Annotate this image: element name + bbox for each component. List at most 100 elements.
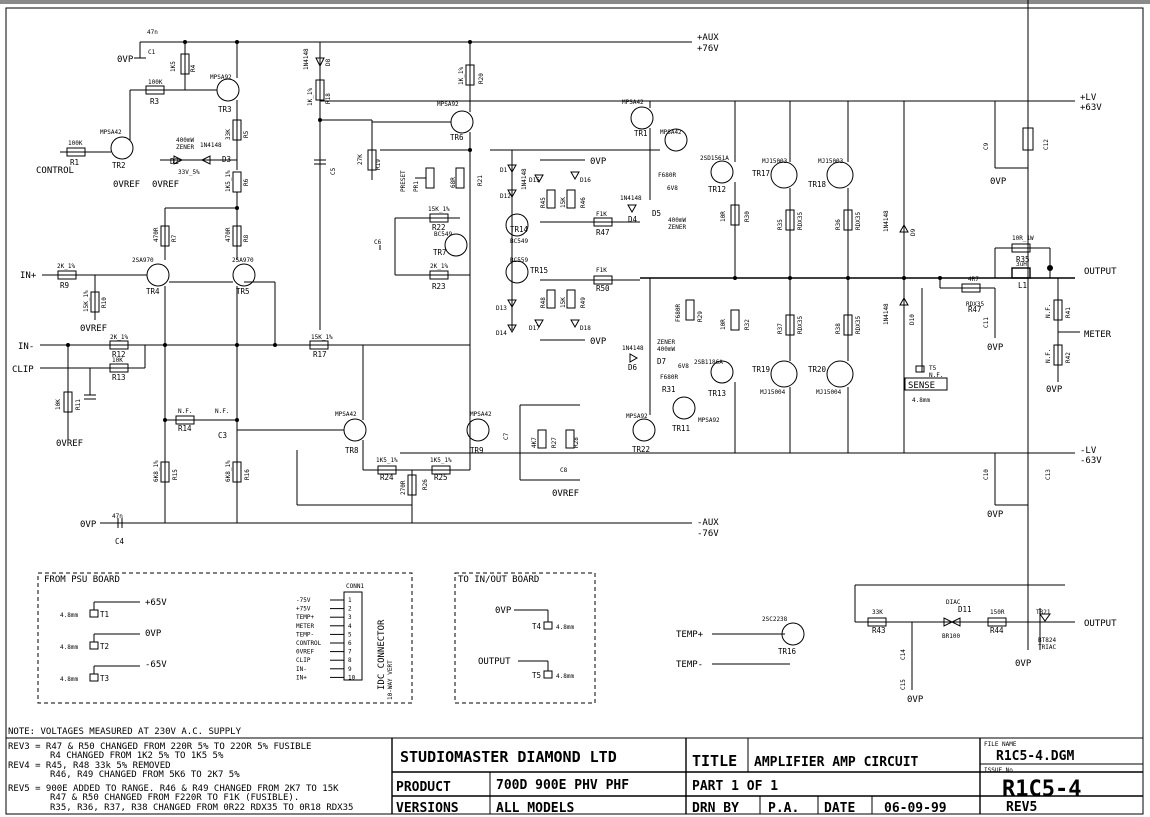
label-r26-value: 270R [400, 480, 407, 495]
label-preset: PRESET [400, 170, 407, 192]
label-d11: D11 [958, 605, 972, 614]
label-tr12: TR12 [708, 185, 726, 194]
title-rev: REV5 [1006, 800, 1037, 815]
label-r12-value: 2K_1% [110, 334, 128, 341]
idc-pin-number: 8 [348, 657, 352, 664]
tr18-symbol [826, 161, 854, 189]
tr14-symbol [505, 213, 529, 237]
rail-aux-positive: +AUX +76V [140, 33, 719, 54]
label-r32-value: 10R [720, 319, 727, 330]
label-c11: C11 [983, 317, 990, 328]
label-0vp-triac: 0VP [1015, 659, 1032, 669]
rail-lv-negative: -LV -63V [400, 446, 1102, 466]
tr3-symbol [216, 78, 240, 102]
label-tr8-type: MPSA42 [335, 411, 357, 418]
label-r14: R14 [178, 424, 192, 433]
tr15-symbol [505, 260, 529, 284]
label-r20-value: 1K_1% [458, 67, 465, 85]
idc-pin-label: IN- [296, 666, 307, 673]
label-r6-value: 1K5_1% [225, 170, 232, 192]
label-r24-value: 1K5_1% [376, 457, 398, 464]
idc-pin-number: 3 [348, 614, 352, 621]
label-r41: R41 [1065, 307, 1072, 318]
note-rev5-a: REV5 = 900E ADDED TO RANGE. R46 & R49 CH… [8, 784, 339, 794]
label-d5-6v8: 6V8 [667, 185, 678, 192]
label-r29-value: F680R [675, 304, 682, 322]
label-tr16-type: 2SC2238 [762, 616, 788, 623]
label-r18: R18 [325, 93, 332, 104]
label-0vp-c11: 0VP [987, 343, 1004, 353]
idc-pin-label: TEMP- [296, 631, 314, 638]
idc-pin-number: 7 [348, 649, 352, 656]
idc-pin-number: 6 [348, 640, 352, 647]
io-board-box: TO IN/OUT BOARD 0VP T4 4.8mm OUTPUT T5 4… [454, 572, 596, 704]
label-tr18-type: MJ15003 [818, 158, 844, 165]
label-d10-type: 1N4148 [883, 303, 890, 325]
label-c6: C6 [374, 239, 382, 246]
label-r3: R3 [150, 97, 159, 106]
label-r32: R32 [744, 319, 751, 330]
title-company: STUDIOMASTER DIAMOND LTD [400, 748, 617, 766]
tr12-symbol [710, 160, 734, 184]
note-rev5-c: R35, R36, R37, R38 CHANGED FROM 0R22 RDX… [50, 803, 353, 813]
tr4-symbol [146, 263, 170, 287]
label-rr47-rdx: RDX35 [966, 301, 984, 308]
label-d9-type: 1N4148 [883, 210, 890, 232]
label-0vp-c10: 0VP [987, 510, 1004, 520]
title-versions: ALL MODELS [496, 801, 574, 816]
label-pr1: PR1 [413, 181, 420, 192]
label-r27-value: 4K7 [531, 437, 538, 448]
label-r25-value: 1K5_1% [430, 457, 452, 464]
label-r44-value: 150R [990, 609, 1005, 616]
idc-pin-label: CONTROL [296, 640, 322, 647]
label-r36: R36 [835, 219, 842, 230]
title-drn-label: DRN BY [692, 801, 739, 816]
label-r8-value: F680R [658, 172, 676, 179]
label-r17-value: 15K_1% [311, 334, 333, 341]
label-r9: R9 [60, 281, 69, 290]
label-r36-rdx: RDX35 [855, 212, 862, 230]
label-d3: D3 [222, 155, 231, 164]
label-10way: 10-WAY VERT [387, 660, 394, 700]
idc-pin-label: TEMP+ [296, 614, 314, 621]
label-idc-connector: IDC CONNECTOR [377, 619, 387, 690]
label-d18: D18 [580, 325, 591, 332]
label-d16: D16 [580, 177, 591, 184]
label-in-pos: IN+ [20, 271, 37, 281]
vas-section: 1N4148 D8 1K_1% R18 R19 27K C5 1K_1% R20… [237, 40, 492, 523]
tr22-symbol [632, 418, 656, 442]
label-0vp-c9: 0VP [990, 177, 1007, 187]
label-bt824: BT824 [1038, 637, 1056, 644]
label-tr22: TR22 [632, 445, 650, 454]
label-r23: R23 [432, 282, 446, 291]
label-r8: R8 [243, 234, 250, 242]
label-tr20-type: MJ15004 [816, 389, 842, 396]
label-r27: R27 [551, 437, 558, 448]
label-r23-value: 2K_1% [430, 263, 448, 270]
label-r14-value: N.F. [178, 408, 192, 415]
label-tr19: TR19 [752, 365, 770, 374]
label-c7: C7 [503, 432, 510, 440]
label-tr10-type: MPSA42 [660, 129, 682, 136]
label-io-0vp: 0VP [495, 606, 512, 616]
label-t5: T5 [532, 671, 541, 680]
label-r47: R47 [596, 228, 610, 237]
label-r37: R37 [777, 323, 784, 334]
tr10-symbol [664, 128, 688, 152]
label-c13: C13 [1045, 469, 1052, 480]
idc-pin-label: +75V [296, 606, 311, 613]
label-t2-mm: 4.8mm [60, 644, 78, 651]
label-c1: C1 [148, 49, 156, 56]
label-tr14: TR14 [510, 225, 529, 234]
label-output-main: OUTPUT [1084, 267, 1117, 277]
label-d13: D13 [496, 305, 507, 312]
label-tr17-type: MJ15003 [762, 158, 788, 165]
label-c1-value: 47n [147, 29, 158, 36]
label-r37-rdx: RDX35 [797, 316, 804, 334]
label-d15: D15 [529, 177, 540, 184]
idc-pin-label: -75V [296, 597, 311, 604]
label-t4-mm: 4.8mm [556, 624, 574, 631]
label-d14: D14 [496, 330, 507, 337]
label-d6-type: 1N4148 [622, 345, 644, 352]
idc-pin-label: METER [296, 623, 314, 630]
